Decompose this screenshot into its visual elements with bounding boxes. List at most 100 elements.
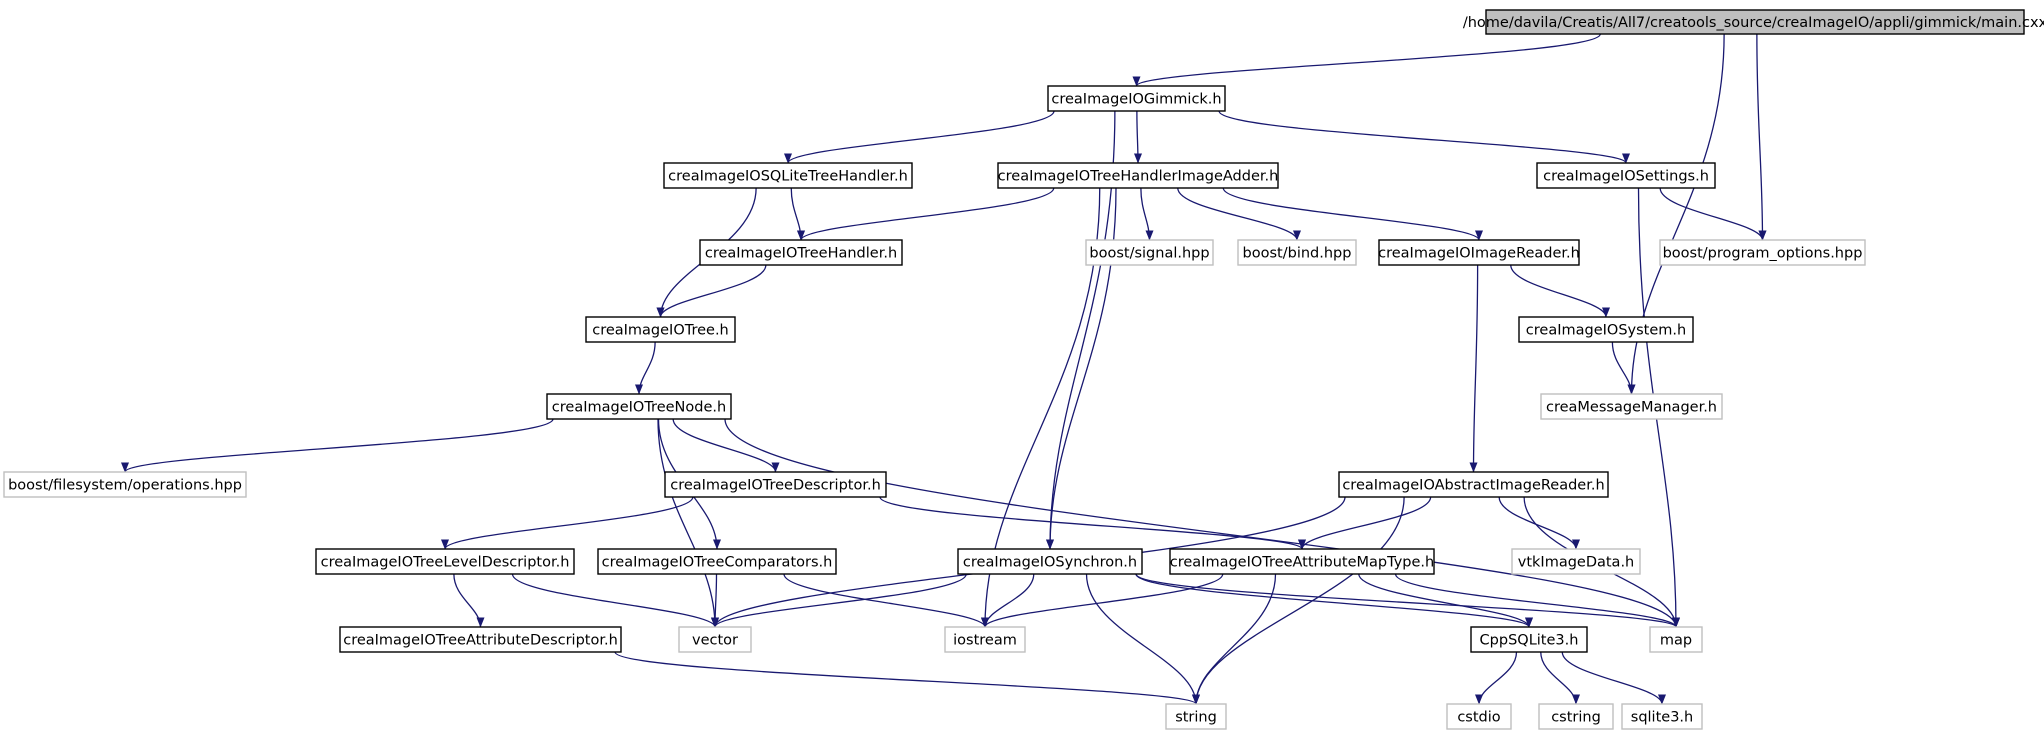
edge-line-treenode-to-map: [724, 418, 1680, 628]
node-tree[interactable]: creaImageIOTree.h: [585, 316, 736, 343]
node-leveldesc[interactable]: creaImageIOTreeLevelDescriptor.h: [315, 548, 575, 575]
node-box-progopts: [1659, 239, 1866, 266]
edge-comparators-to-iostream: [783, 573, 989, 628]
edge-line-gimmick-to-sqlite: [784, 110, 1055, 164]
edge-treedesc-to-attrmap: [879, 496, 1306, 550]
node-label-thia: creaImageIOTreeHandlerImageAdder.h: [998, 169, 1279, 185]
node-synchron[interactable]: creaImageIOSynchron.h: [957, 548, 1143, 575]
edge-line-sqlite-to-treehandler: [790, 187, 805, 241]
node-label-gimmick: creaImageIOGimmick.h: [1051, 92, 1221, 108]
node-attrdesc[interactable]: creaImageIOTreeAttributeDescriptor.h: [339, 626, 622, 653]
node-box-treenode: [546, 393, 732, 420]
node-box-imgreader: [1378, 239, 1580, 266]
node-label-synchron: creaImageIOSynchron.h: [963, 555, 1137, 571]
edge-line-comparators-to-vector: [711, 573, 720, 628]
edge-line-settings-to-progopts: [1659, 187, 1767, 241]
edge-main-to-msgmgr: [1627, 33, 1725, 395]
edge-absreader-to-attrmap: [1298, 496, 1432, 550]
node-label-vector: vector: [692, 633, 738, 649]
node-sqlite[interactable]: creaImageIOSQLiteTreeHandler.h: [663, 162, 913, 189]
edge-thia-to-imgreader: [1222, 187, 1483, 241]
node-map: map: [1649, 626, 1703, 653]
node-box-signal: [1085, 239, 1214, 266]
edge-line-synchron-to-cppsqlite: [1135, 573, 1533, 628]
node-label-attrdesc: creaImageIOTreeAttributeDescriptor.h: [343, 633, 618, 649]
node-settings[interactable]: creaImageIOSettings.h: [1536, 162, 1716, 189]
node-box-thia: [997, 162, 1279, 189]
node-box-main: [1485, 9, 2025, 35]
node-treehandler[interactable]: creaImageIOTreeHandler.h: [699, 239, 903, 266]
edge-line-thia-to-signal: [1140, 187, 1154, 241]
node-vtkimage: vtkImageData.h: [1511, 548, 1641, 575]
node-attrmap[interactable]: creaImageIOTreeAttributeMapType.h: [1169, 548, 1435, 575]
edge-tree-to-treenode: [635, 341, 656, 395]
node-cppsqlite[interactable]: CppSQLite3.h: [1470, 626, 1588, 653]
edge-treehandler-to-tree: [656, 264, 767, 318]
edge-treedesc-to-leveldesc: [441, 496, 694, 550]
node-box-sqlite3: [1621, 703, 1703, 730]
node-sqlite3: sqlite3.h: [1621, 703, 1703, 730]
node-box-cstdio: [1446, 703, 1512, 730]
edge-line-gimmick-to-thia: [1133, 110, 1142, 164]
node-imgreader[interactable]: creaImageIOImageReader.h: [1378, 239, 1580, 266]
node-label-cppsqlite: CppSQLite3.h: [1480, 633, 1579, 649]
edge-line-main-to-progopts: [1756, 33, 1767, 241]
edge-treenode-to-vector: [657, 418, 719, 628]
node-fsops: boost/filesystem/operations.hpp: [3, 471, 247, 498]
edge-line-tree-to-treenode: [635, 341, 656, 395]
node-box-treedesc: [664, 471, 887, 498]
edge-line-attrdesc-to-string: [614, 651, 1200, 705]
edge-treenode-to-map: [724, 418, 1680, 628]
node-layer: /home/davila/Creatis/All7/creatools_sour…: [3, 9, 2044, 730]
node-label-msgmgr: creaMessageManager.h: [1546, 400, 1717, 416]
node-system[interactable]: creaImageIOSystem.h: [1518, 316, 1694, 343]
edge-line-thia-to-treehandler: [797, 187, 1055, 241]
edge-line-attrmap-to-map: [1394, 573, 1680, 628]
node-label-cstdio: cstdio: [1457, 710, 1500, 726]
node-label-comparators: creaImageIOTreeComparators.h: [602, 555, 833, 571]
edge-line-treenode-to-vector: [657, 418, 719, 628]
edge-line-attrmap-to-iostream: [981, 573, 1224, 628]
edge-thia-to-signal: [1140, 187, 1154, 241]
node-label-treehandler: creaImageIOTreeHandler.h: [705, 246, 897, 262]
node-label-cstring: cstring: [1551, 710, 1601, 726]
node-thia[interactable]: creaImageIOTreeHandlerImageAdder.h: [997, 162, 1279, 189]
edge-attrmap-to-map: [1394, 573, 1680, 628]
node-box-settings: [1536, 162, 1716, 189]
edge-treenode-to-treedesc: [672, 418, 780, 473]
node-absreader[interactable]: creaImageIOAbstractImageReader.h: [1338, 471, 1609, 498]
node-cstring: cstring: [1538, 703, 1614, 730]
edge-gimmick-to-sqlite: [784, 110, 1055, 164]
node-comparators[interactable]: creaImageIOTreeComparators.h: [597, 548, 837, 575]
node-progopts: boost/program_options.hpp: [1659, 239, 1866, 266]
node-label-attrmap: creaImageIOTreeAttributeMapType.h: [1170, 555, 1434, 571]
node-label-absreader: creaImageIOAbstractImageReader.h: [1342, 478, 1604, 494]
node-treedesc[interactable]: creaImageIOTreeDescriptor.h: [664, 471, 887, 498]
edge-attrdesc-to-string: [614, 651, 1200, 705]
node-box-system: [1518, 316, 1694, 343]
node-label-iostream: iostream: [953, 633, 1017, 649]
edge-main-to-gimmick: [1132, 33, 1602, 87]
edge-line-treenode-to-fsops: [121, 418, 554, 473]
edge-line-gimmick-to-settings: [1218, 110, 1630, 164]
node-label-treedesc: creaImageIOTreeDescriptor.h: [670, 478, 881, 494]
edge-thia-to-bind: [1177, 187, 1301, 241]
edge-line-synchron-to-string: [1085, 573, 1200, 705]
node-box-synchron: [957, 548, 1143, 575]
node-treenode[interactable]: creaImageIOTreeNode.h: [546, 393, 732, 420]
node-label-settings: creaImageIOSettings.h: [1543, 169, 1709, 185]
node-string: string: [1165, 703, 1227, 730]
node-box-comparators: [597, 548, 837, 575]
edge-attrmap-to-string: [1192, 573, 1277, 705]
edge-main-to-progopts: [1756, 33, 1767, 241]
node-box-cstring: [1538, 703, 1614, 730]
edge-synchron-to-string: [1085, 573, 1200, 705]
edge-line-synchron-to-map: [1135, 573, 1680, 628]
node-label-treenode: creaImageIOTreeNode.h: [552, 400, 726, 416]
node-gimmick[interactable]: creaImageIOGimmick.h: [1047, 85, 1226, 112]
node-box-fsops: [3, 471, 247, 498]
edge-line-cppsqlite-to-sqlite3: [1561, 651, 1666, 705]
edge-line-synchron-to-vector: [711, 573, 967, 628]
node-box-vtkimage: [1511, 548, 1641, 575]
edge-leveldesc-to-vector: [511, 573, 719, 628]
